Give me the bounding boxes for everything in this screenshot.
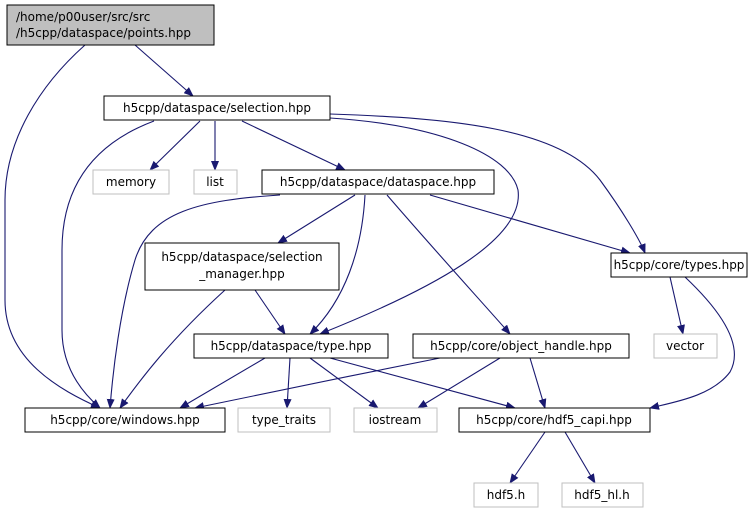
node-hdf5-hl-h-label: hdf5_hl.h bbox=[574, 488, 629, 502]
node-types[interactable]: h5cpp/core/types.hpp bbox=[610, 252, 748, 278]
node-selection-manager-line2: _manager.hpp bbox=[198, 267, 285, 281]
node-selection-label: h5cpp/dataspace/selection.hpp bbox=[123, 101, 311, 115]
node-object-handle-label: h5cpp/core/object_handle.hpp bbox=[430, 339, 612, 353]
node-hdf5-capi-label: h5cpp/core/hdf5_capi.hpp bbox=[476, 413, 632, 427]
node-hdf5-capi[interactable]: h5cpp/core/hdf5_capi.hpp bbox=[458, 407, 651, 433]
node-points[interactable]: /home/p00user/src/src /h5cpp/dataspace/p… bbox=[6, 4, 215, 46]
edge-type-windows bbox=[179, 357, 266, 409]
node-hdf5-h[interactable]: hdf5.h bbox=[473, 482, 539, 508]
edge-type-hdf5-capi bbox=[329, 357, 516, 410]
edge-selection-types bbox=[329, 113, 646, 254]
node-memory-label: memory bbox=[106, 175, 156, 189]
node-memory[interactable]: memory bbox=[92, 169, 170, 195]
edge-object-handle-hdf5-capi bbox=[529, 357, 547, 409]
edge-selection-memory bbox=[149, 120, 201, 171]
node-windows-label: h5cpp/core/windows.hpp bbox=[50, 413, 200, 427]
node-windows[interactable]: h5cpp/core/windows.hpp bbox=[24, 407, 226, 433]
node-vector-label: vector bbox=[666, 339, 704, 353]
node-iostream[interactable]: iostream bbox=[353, 407, 438, 433]
edges bbox=[4, 44, 735, 484]
node-type-label: h5cpp/dataspace/type.hpp bbox=[211, 339, 372, 353]
node-types-label: h5cpp/core/types.hpp bbox=[614, 258, 745, 272]
node-vector[interactable]: vector bbox=[653, 333, 718, 359]
node-iostream-label: iostream bbox=[369, 413, 422, 427]
node-type-traits-label: type_traits bbox=[252, 413, 316, 427]
edge-dataspace-windows bbox=[106, 194, 281, 409]
edge-dataspace-object-handle bbox=[386, 194, 511, 335]
node-object-handle[interactable]: h5cpp/core/object_handle.hpp bbox=[412, 333, 630, 359]
node-points-line1: /home/p00user/src/src bbox=[16, 10, 150, 24]
node-type-traits[interactable]: type_traits bbox=[237, 407, 331, 433]
edge-selection-type bbox=[319, 117, 519, 335]
edge-hdf5-capi-hdf5-h bbox=[509, 431, 546, 484]
node-type[interactable]: h5cpp/dataspace/type.hpp bbox=[193, 333, 389, 359]
edge-object-handle-windows bbox=[194, 357, 441, 410]
edge-dataspace-types bbox=[429, 194, 631, 255]
edge-types-hdf5-capi bbox=[649, 276, 735, 410]
node-hdf5-hl-h[interactable]: hdf5_hl.h bbox=[561, 482, 644, 508]
node-list[interactable]: list bbox=[193, 169, 238, 195]
node-selection-manager[interactable]: h5cpp/dataspace/selection _manager.hpp bbox=[144, 242, 340, 291]
edge-selection-dataspace bbox=[241, 120, 346, 171]
node-dataspace-label: h5cpp/dataspace/dataspace.hpp bbox=[280, 175, 476, 189]
edge-object-handle-iostream bbox=[417, 357, 501, 409]
edge-selection-manager-windows bbox=[119, 289, 226, 409]
edge-dataspace-selection-manager bbox=[277, 194, 356, 244]
edge-selection-windows bbox=[61, 120, 155, 409]
edge-points-windows bbox=[4, 44, 101, 409]
node-selection-manager-line1: h5cpp/dataspace/selection bbox=[161, 250, 322, 264]
edge-type-iostream bbox=[309, 357, 379, 409]
node-hdf5-h-label: hdf5.h bbox=[487, 488, 526, 502]
edge-type-type-traits bbox=[283, 357, 292, 409]
node-list-label: list bbox=[206, 175, 224, 189]
node-dataspace[interactable]: h5cpp/dataspace/dataspace.hpp bbox=[261, 169, 495, 195]
edge-hdf5-capi-hdf5-hl-h bbox=[564, 431, 596, 484]
edge-selection-manager-type bbox=[254, 289, 286, 335]
edge-points-selection bbox=[134, 44, 194, 97]
node-points-line2: /h5cpp/dataspace/points.hpp bbox=[16, 26, 191, 40]
edge-dataspace-type bbox=[309, 194, 366, 335]
edge-types-vector bbox=[669, 276, 685, 335]
node-selection[interactable]: h5cpp/dataspace/selection.hpp bbox=[103, 95, 331, 121]
